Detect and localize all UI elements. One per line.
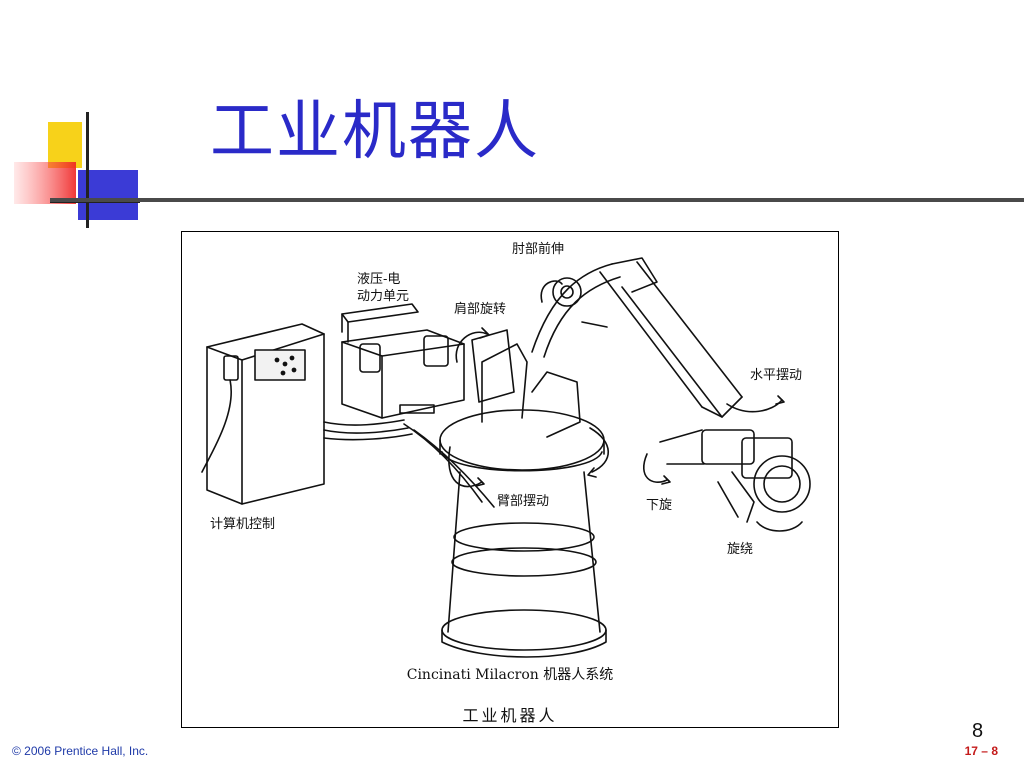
- label-shoulder-rotation: 肩部旋转: [454, 302, 507, 317]
- slide-title: 工业机器人: [210, 95, 540, 169]
- title-underline: [50, 198, 1024, 202]
- label-arm-swing: 臂部摆动: [497, 494, 550, 509]
- robot-illustration: [201, 257, 811, 658]
- label-hydraulic-line1: 液压-电: [357, 272, 401, 287]
- footer-slide-number: 17 – 8: [964, 744, 998, 758]
- figure-caption-system: Cincinati Milacron 机器人系统: [406, 667, 614, 683]
- label-elbow-extension: 肘部前伸: [512, 242, 565, 257]
- page-number: 8: [972, 720, 984, 742]
- robot-figure: 肘部前伸 液压-电 动力单元 肩部旋转 水平摆动 臂部摆动 下旋 旋绕 计算机控…: [181, 231, 839, 728]
- red-square: [14, 162, 76, 204]
- label-rotation: 旋绕: [727, 542, 754, 557]
- robot-pedestal: [439, 409, 607, 658]
- yellow-square: [48, 122, 82, 168]
- motion-arrows: [448, 280, 803, 532]
- figure-caption-title: 工业机器人: [462, 706, 558, 725]
- hose-cables: [323, 419, 495, 508]
- label-down-rotation: 下旋: [646, 498, 673, 513]
- label-horizontal-swing: 水平摆动: [750, 368, 803, 383]
- hydraulic-power-unit: [341, 303, 465, 419]
- computer-cabinet: [201, 323, 325, 505]
- label-computer-control: 计算机控制: [210, 517, 276, 532]
- decorative-corner-logo: [14, 112, 140, 228]
- robot-arm: [471, 257, 743, 438]
- robot-wrist: [659, 429, 811, 523]
- footer-copyright: © 2006 Prentice Hall, Inc.: [12, 744, 149, 758]
- label-hydraulic-line2: 动力单元: [357, 289, 410, 304]
- vertical-line: [86, 112, 89, 228]
